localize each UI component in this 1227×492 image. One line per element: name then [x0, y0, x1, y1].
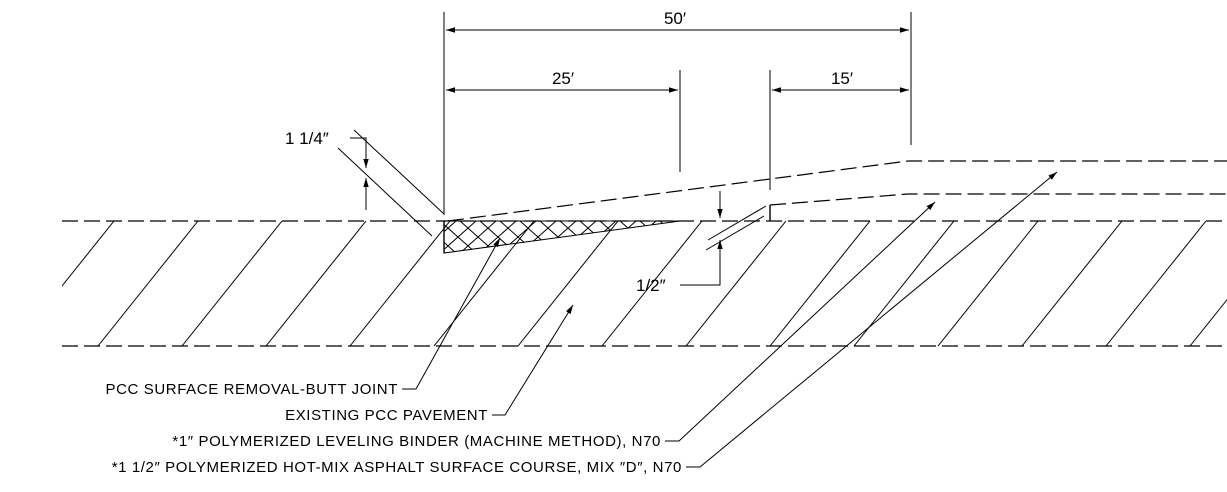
butt-joint-depth-label: 1 1/4″ — [285, 129, 329, 148]
first-segment-label: 25′ — [552, 69, 574, 88]
note-leveling-binder: *1″ POLYMERIZED LEVELING BINDER (MACHINE… — [172, 201, 936, 450]
binder-top-line — [769, 193, 1227, 206]
crosshatch-line — [400, 221, 436, 253]
hatch-line — [433, 221, 535, 346]
crosshatch-line — [444, 221, 457, 253]
dimension-15ft: 15′ — [769, 69, 909, 190]
leveling-binder-leader — [665, 201, 936, 442]
pavement-hatch — [0, 221, 1227, 346]
note-butt-joint: PCC SURFACE REMOVAL-BUTT JOINT — [106, 237, 501, 398]
hatch-line — [181, 221, 283, 346]
crosshatch-line — [619, 221, 657, 253]
dimension-50ft: 50′ — [443, 9, 912, 215]
butt-joint-removal — [400, 220, 756, 254]
hatch-line — [853, 221, 955, 346]
depth-leader-top — [350, 137, 369, 168]
step-depth-label: 1/2″ — [636, 276, 666, 295]
hatch-line — [97, 221, 199, 346]
butt-joint-leader — [402, 237, 501, 390]
crosshatch-line — [444, 221, 457, 253]
crosshatch-line — [700, 221, 736, 253]
crosshatch-line — [700, 221, 736, 253]
existing-pavement-note: EXISTING PCC PAVEMENT — [285, 407, 488, 424]
hatch-line — [265, 221, 367, 346]
projection-line-a — [353, 129, 445, 215]
step-leader-bottom — [680, 240, 723, 286]
butt-joint-depth-callout: 1 1/4″ — [285, 129, 445, 237]
total-length-label: 50′ — [664, 9, 686, 28]
surface-course-layer — [447, 160, 1227, 222]
hatch-line — [1189, 298, 1227, 346]
hatch-line — [937, 221, 1039, 346]
note-surface-course: *1 1/2″ POLYMERIZED HOT-MIX ASPHALT SURF… — [112, 171, 1058, 476]
crosshatch-line — [659, 221, 680, 253]
crosshatch-line — [459, 221, 497, 253]
hatch-line — [601, 221, 703, 346]
existing-pcc-pavement — [0, 220, 1227, 347]
crosshatch-line — [720, 221, 756, 253]
hatch-line — [685, 221, 787, 346]
surface-top-line — [447, 160, 1227, 222]
hatch-line — [0, 221, 30, 346]
surface-course-note: *1 1/2″ POLYMERIZED HOT-MIX ASPHALT SURF… — [112, 459, 682, 476]
hatch-line — [1021, 221, 1123, 346]
step-depth-callout: 1/2″ — [636, 191, 767, 295]
existing-pavement-leader — [492, 304, 574, 416]
projection-line-b — [337, 147, 433, 237]
last-segment-label: 15′ — [831, 69, 853, 88]
step-projection-a — [707, 205, 767, 241]
note-existing-pavement: EXISTING PCC PAVEMENT — [285, 304, 574, 424]
butt-joint-note: PCC SURFACE REMOVAL-BUTT JOINT — [106, 381, 398, 398]
surface-course-leader — [686, 171, 1058, 468]
dimension-25ft: 25′ — [446, 69, 681, 172]
crosshatch-line — [444, 221, 477, 253]
hatch-line — [349, 221, 451, 346]
butt-joint-outline — [443, 220, 681, 254]
crosshatch-line — [400, 221, 436, 253]
leveling-binder-note: *1″ POLYMERIZED LEVELING BINDER (MACHINE… — [172, 433, 661, 450]
crosshatch-line — [720, 221, 756, 253]
step-projection-b — [705, 215, 765, 251]
hatch-line — [62, 221, 115, 287]
leveling-binder-layer — [769, 193, 1227, 221]
hatch-line — [517, 221, 619, 346]
crosshatch-line — [659, 221, 680, 253]
hatch-line — [1105, 221, 1207, 346]
hatch-line — [769, 221, 871, 346]
